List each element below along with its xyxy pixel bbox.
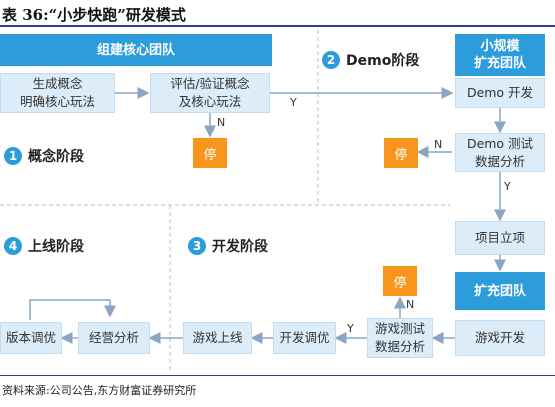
game-launch-box: 游戏上线 xyxy=(183,322,252,354)
version-tune-box: 版本调优 xyxy=(0,322,62,354)
small-team-line1: 小规模 xyxy=(480,39,520,54)
edge-label-yes: Y xyxy=(290,96,297,109)
phase-number: 1 xyxy=(4,147,22,165)
game-dev-box: 游戏开发 xyxy=(455,320,545,356)
bottom-rule xyxy=(0,375,555,376)
box-line: 及核心玩法 xyxy=(178,94,242,109)
edge-label-no: N xyxy=(406,298,415,311)
box-line: 数据分析 xyxy=(374,339,425,354)
edge-label-no: N xyxy=(217,116,226,129)
phase-label: 开发阶段 xyxy=(212,239,268,255)
expand-team-banner: 扩充团队 xyxy=(455,272,545,310)
box-line: 游戏测试 xyxy=(374,321,425,336)
edge-label-yes: Y xyxy=(347,322,354,335)
phase-label: 上线阶段 xyxy=(28,239,84,255)
demo-dev-box: Demo 开发 xyxy=(455,78,545,108)
top-rule xyxy=(0,25,555,27)
phase-development: 3 开发阶段 xyxy=(188,236,268,256)
core-team-banner: 组建核心团队 xyxy=(0,34,272,66)
phase-number: 3 xyxy=(188,237,206,255)
project-setup-box: 项目立项 xyxy=(455,221,545,255)
phase-number: 2 xyxy=(322,51,340,69)
source-note: 资料来源:公司公告,东方财富证券研究所 xyxy=(2,384,197,397)
phase-label: 概念阶段 xyxy=(28,149,84,165)
ops-analysis-box: 经营分析 xyxy=(78,322,150,354)
figure-title: 表 36:“小步快跑”研发模式 xyxy=(2,6,186,24)
game-test-box: 游戏测试 数据分析 xyxy=(367,318,433,358)
box-line: 明确核心玩法 xyxy=(19,94,95,109)
generate-concept-box: 生成概念 明确核心玩法 xyxy=(0,73,115,113)
phase-label: Demo阶段 xyxy=(346,53,420,69)
dev-tune-box: 开发调优 xyxy=(273,322,336,354)
stop-demo: 停 xyxy=(384,138,418,168)
evaluate-concept-box: 评估/验证概念 及核心玩法 xyxy=(150,73,270,113)
phase-concept: 1 概念阶段 xyxy=(4,146,84,166)
phase-number: 4 xyxy=(4,237,22,255)
box-line: 数据分析 xyxy=(474,153,525,169)
demo-test-box: Demo 测试 数据分析 xyxy=(455,133,545,172)
phase-demo: 2 Demo阶段 xyxy=(322,50,419,70)
phase-launch: 4 上线阶段 xyxy=(4,236,84,256)
small-team-banner: 小规模 扩充团队 xyxy=(455,34,545,76)
edge-label-no: N xyxy=(434,138,443,151)
small-team-line2: 扩充团队 xyxy=(473,56,526,71)
stop-development: 停 xyxy=(383,266,417,296)
edge-label-yes: Y xyxy=(504,180,511,193)
box-line: 生成概念 xyxy=(32,76,83,91)
arrow-version-loop xyxy=(29,299,116,320)
box-line: Demo 测试 xyxy=(466,135,534,151)
stop-concept: 停 xyxy=(193,138,227,168)
box-line: 评估/验证概念 xyxy=(170,76,250,91)
